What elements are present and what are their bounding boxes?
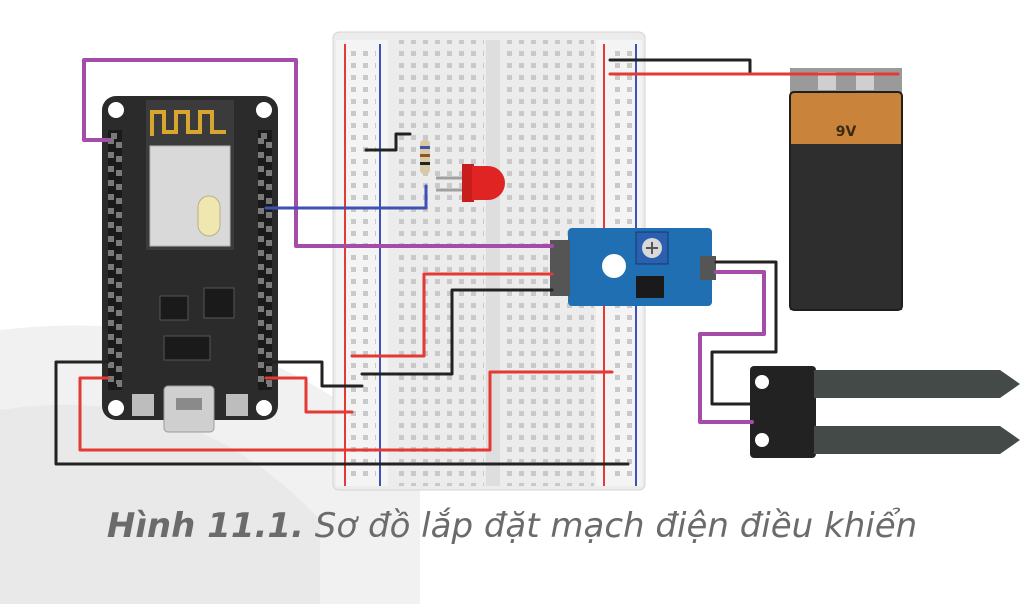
battery-label: 9V xyxy=(836,124,857,140)
wire-black-board-gnd xyxy=(264,360,364,388)
probe-prong-bottom xyxy=(814,426,1020,454)
sensor-pins-right xyxy=(700,256,716,280)
chip xyxy=(163,335,211,361)
wire-red-bottom-loop xyxy=(78,370,614,452)
background-swoosh-2 xyxy=(0,404,320,604)
usb-port-icon xyxy=(163,385,215,433)
soil-probe xyxy=(750,366,1020,458)
reset-button xyxy=(132,394,154,416)
soil-sensor-module xyxy=(550,228,716,306)
figure-title: Sơ đồ lắp đặt mạch điện điều khiển xyxy=(314,506,918,546)
wire-blue-board-to-led xyxy=(264,184,428,210)
wire-purple-module-to-probe xyxy=(698,270,766,424)
wire-black-resistor xyxy=(364,132,412,152)
wire-black-bottom-loop xyxy=(54,360,630,466)
comparator-chip xyxy=(636,276,664,298)
wifi-antenna-icon xyxy=(150,110,226,136)
right-pin-header xyxy=(258,130,272,390)
battery-9v: 9V xyxy=(789,68,903,311)
terminal-strip-left xyxy=(392,40,484,486)
esp8266-board xyxy=(102,96,278,433)
left-pin-header xyxy=(108,130,122,390)
sensor-pins-left xyxy=(550,240,570,296)
wire-purple-board-to-sensor xyxy=(82,58,554,248)
red-led xyxy=(436,164,505,202)
flash-button xyxy=(226,394,248,416)
chip xyxy=(159,295,189,321)
figure-caption: Hình 11.1. Sơ đồ lắp đặt mạch điện điều … xyxy=(0,502,1024,550)
probe-prong-top xyxy=(814,370,1020,398)
chip xyxy=(203,287,235,319)
wire-black-module-gnd xyxy=(360,288,554,376)
wire-black-module-to-probe xyxy=(710,260,778,406)
figure-number: Hình 11.1. xyxy=(106,506,304,546)
wire-red-board-vcc xyxy=(264,376,354,414)
center-channel xyxy=(486,40,500,486)
resistor xyxy=(420,140,430,174)
wifi-module xyxy=(146,100,234,250)
wire-red-module-vcc xyxy=(350,272,554,358)
wires xyxy=(54,58,900,466)
potentiometer-icon xyxy=(635,231,669,265)
